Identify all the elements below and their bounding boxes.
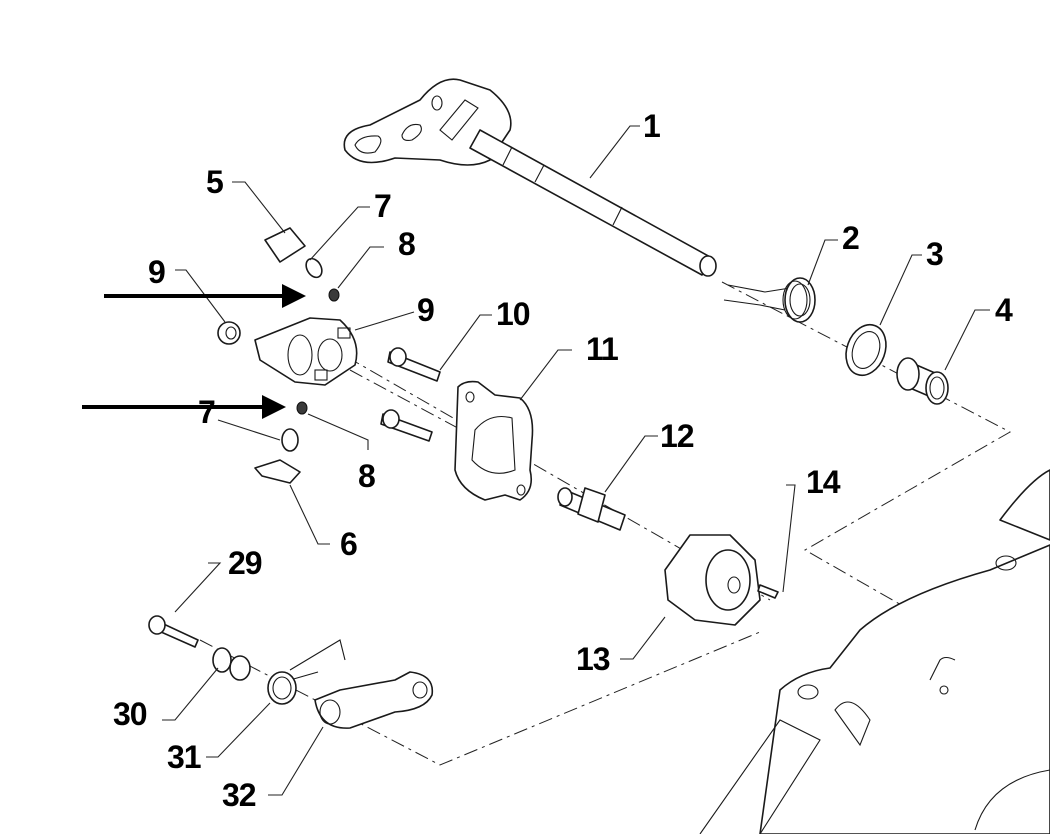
part-11-retainer-plate <box>454 380 534 501</box>
callout-29: 29 <box>228 545 263 581</box>
leader-lines <box>162 125 990 796</box>
part-31-spring <box>267 639 346 705</box>
part-2-torsion-spring <box>723 277 816 323</box>
part-14-dowel-pin <box>757 584 779 599</box>
part-7-pin-upper <box>305 257 323 279</box>
callout-13: 13 <box>576 641 611 677</box>
callout-1: 1 <box>643 108 661 144</box>
arrow-lower <box>82 395 286 419</box>
callout-2: 2 <box>842 220 860 256</box>
callout-5: 5 <box>206 164 224 200</box>
callout-14: 14 <box>806 464 841 500</box>
callout-7-lower: 7 <box>198 394 216 430</box>
callout-4: 4 <box>995 292 1013 328</box>
part-32-lever <box>314 671 434 729</box>
part-29-screw <box>148 615 199 648</box>
housing <box>699 469 1050 834</box>
part-4-bushing <box>896 357 949 405</box>
callout-9-cam: 9 <box>417 292 435 328</box>
callout-8-upper: 8 <box>398 226 416 262</box>
part-10-screws <box>380 347 441 442</box>
callout-32: 32 <box>222 777 257 813</box>
callout-10: 10 <box>496 296 531 332</box>
part-9-selector-cam <box>254 317 358 386</box>
arrow-upper <box>104 284 306 308</box>
callout-8-lower: 8 <box>358 458 376 494</box>
part-7-pin-lower <box>281 428 299 452</box>
part-8-spring-upper <box>328 288 340 302</box>
part-3-washer <box>845 323 887 377</box>
callout-6: 6 <box>340 526 358 562</box>
part-5-pad <box>264 227 306 263</box>
callout-11: 11 <box>586 331 619 367</box>
callout-3: 3 <box>926 236 944 272</box>
part-12-stud-bolt <box>557 487 626 531</box>
callout-30: 30 <box>113 696 148 732</box>
callout-7-upper: 7 <box>374 188 392 224</box>
part-13-star-cam <box>664 534 761 626</box>
callout-9-bushing: 9 <box>148 254 166 290</box>
part-8-spring-lower <box>296 401 308 415</box>
callout-12: 12 <box>660 418 695 454</box>
part-30-spacer <box>212 647 251 681</box>
callout-31: 31 <box>167 739 202 775</box>
part-6-pad <box>254 459 301 484</box>
part-9-bushing <box>217 321 241 345</box>
part-1-shift-shaft <box>343 78 717 277</box>
